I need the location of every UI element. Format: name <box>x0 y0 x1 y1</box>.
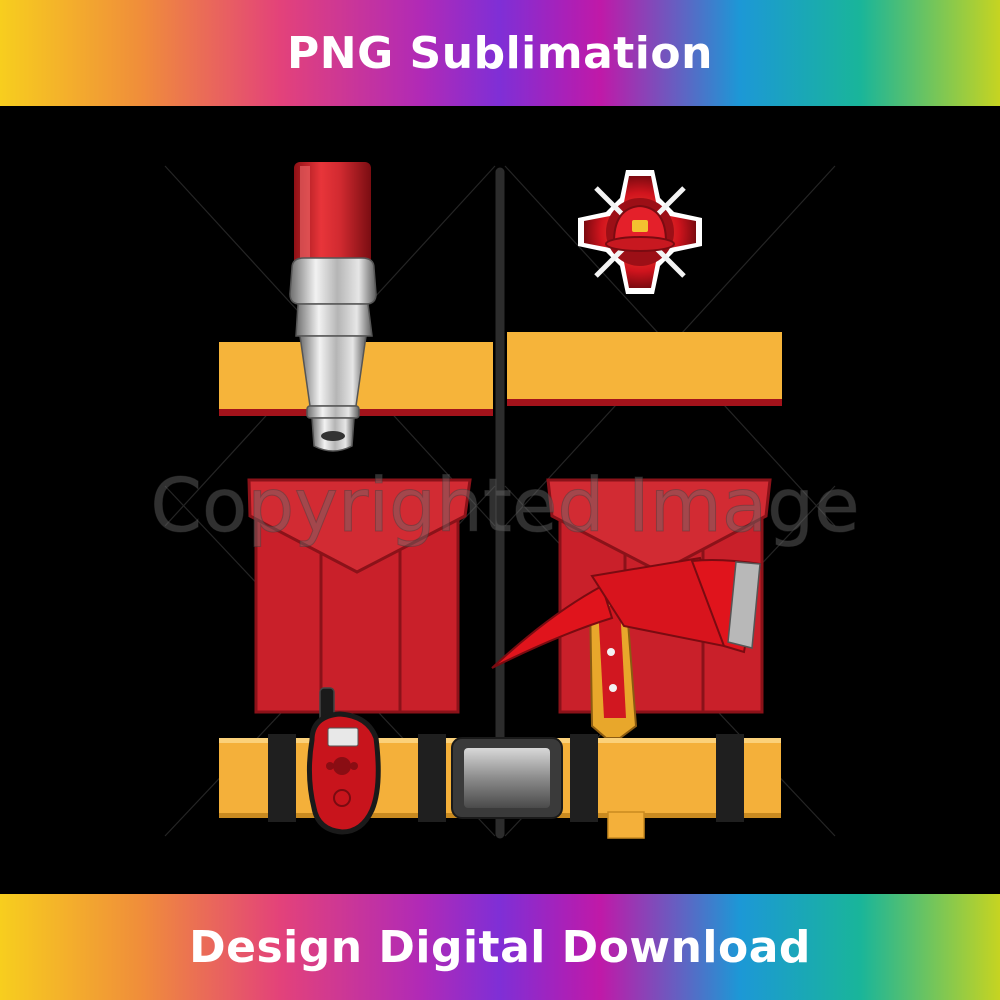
costume-artwork: Copyrighted Image <box>0 106 1000 894</box>
bottom-banner-title: Design Digital Download <box>189 921 811 973</box>
left-pocket <box>247 478 472 714</box>
belt-buckle-icon <box>451 737 563 819</box>
costume-illustration: Copyrighted Image <box>150 162 860 839</box>
bottom-banner: Design Digital Download <box>0 894 1000 1000</box>
top-banner-title: PNG Sublimation <box>287 27 713 79</box>
watermark-text: Copyrighted Image <box>150 463 859 549</box>
fire-axe-icon <box>491 556 762 739</box>
walkie-talkie-icon <box>306 687 381 835</box>
maltese-cross-emblem-icon <box>578 170 702 294</box>
top-banner: PNG Sublimation <box>0 0 1000 106</box>
fire-hose-nozzle-icon <box>289 162 377 452</box>
